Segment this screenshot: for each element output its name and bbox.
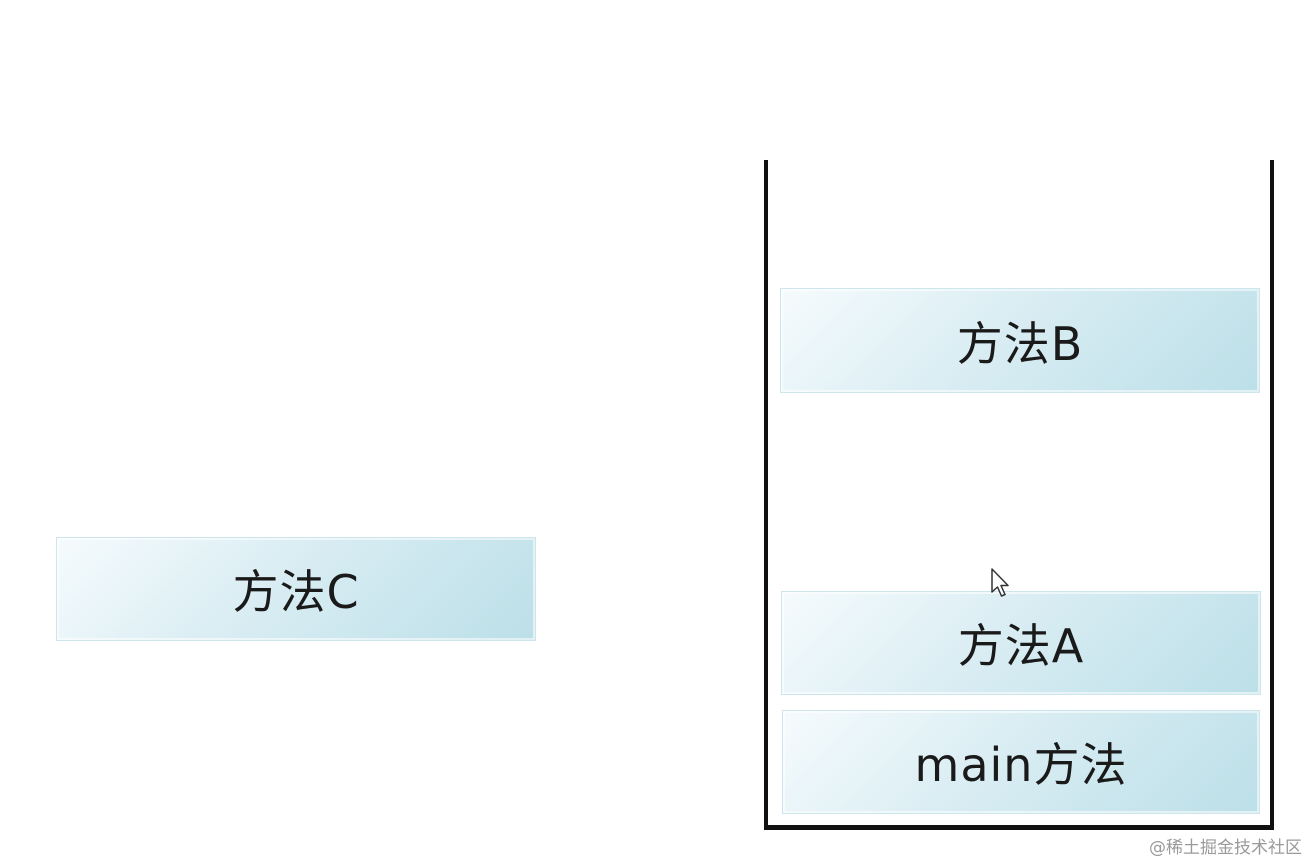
stack-left-wall (764, 160, 768, 830)
mouse-pointer-icon (991, 568, 1009, 597)
method-b-label: 方法B (956, 316, 1084, 371)
watermark-text: @稀土掘金技术社区 (1149, 838, 1302, 858)
stack-bottom-wall (764, 825, 1274, 830)
main-method-frame: main方法 (782, 710, 1260, 814)
stack-right-wall (1270, 160, 1274, 830)
method-a-frame: 方法A (781, 591, 1261, 695)
method-c-frame: 方法C (56, 537, 536, 641)
method-a-label: 方法A (957, 619, 1085, 673)
main-method-label: main方法 (914, 738, 1128, 792)
method-c-label: 方法C (232, 565, 360, 619)
method-b-frame: 方法B (780, 288, 1260, 393)
